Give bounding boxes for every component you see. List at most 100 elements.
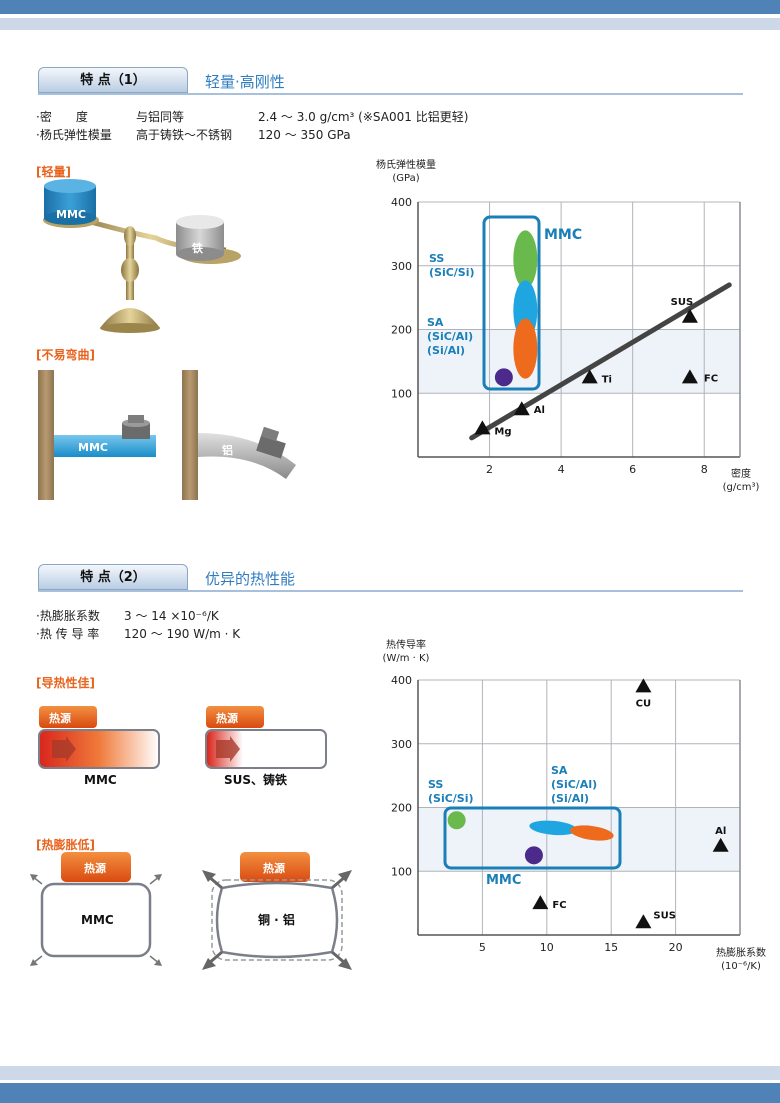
bottom-band-light: [0, 1066, 780, 1080]
spec-young-desc: 高于铸铁～不锈钢: [136, 128, 233, 142]
ytick-label-0: 100: [391, 865, 412, 878]
chart2-ss-sub-label: (SiC/Si): [428, 792, 474, 805]
section2-title: 优异的热性能: [205, 570, 296, 588]
point-marker-al: [712, 837, 729, 852]
xtick-label-2: 15: [604, 941, 618, 954]
chart2-ylabel: 热传导率 (W/m · K): [356, 639, 456, 665]
top-band-dark: [0, 0, 780, 14]
point-label-al: Al: [715, 826, 726, 837]
point-marker-mg: [474, 420, 491, 435]
chart1-yunit-text: (GPa): [392, 173, 420, 184]
mmc-box: [482, 215, 541, 391]
expand-cu-text: 铜 · 铝: [258, 912, 295, 927]
heat-conduction-illustration: 热源 MMC 热源 SUS、铸铁: [38, 706, 327, 787]
beam-mmc-text: MMC: [78, 441, 108, 454]
chart1-mmc-label: MMC: [544, 227, 582, 243]
chart2-sa-sub2-label: (Si/Al): [551, 792, 589, 805]
bottom-band-dark: [0, 1083, 780, 1103]
chart2-ss-label: SS: [428, 778, 443, 791]
conduct-sus-text: SUS、铸铁: [224, 772, 287, 787]
xtick-label-1: 10: [540, 941, 554, 954]
band-100-200: [418, 807, 740, 872]
chart1-modulus-vs-density: 100 200 300 400 2 4 6 8 Mg Al Ti SUS FC MMC SS(SiC/Si)…: [391, 196, 741, 476]
chart1-xlabel: 密度 (g/cm³): [716, 468, 766, 494]
spec-conductivity-value: 120 ～ 190 W/m · K: [124, 627, 241, 641]
scale-mmc-text: MMC: [56, 208, 86, 221]
chart2-sa-label: SA: [551, 764, 568, 777]
point-marker-sus: [681, 308, 698, 323]
chart1-ylabel: 杨氏弹性模量 (GPa): [356, 159, 456, 185]
chart2-yunit-text: (W/m · K): [382, 653, 430, 664]
chart2-sa-sub1-label: (SiC/Al): [551, 778, 597, 791]
region-0: [447, 811, 466, 830]
spec-expansion-value: 3 ～ 14 ×10⁻⁶/K: [124, 609, 219, 623]
region-3: [524, 846, 543, 865]
chart1-ss-sub-label: (SiC/Si): [429, 266, 475, 279]
conduct-label: [导热性佳]: [36, 676, 95, 690]
trend-line: [469, 282, 732, 441]
section2-rule: [38, 590, 743, 592]
chart1-sa-sub2-label: (Si/Al): [427, 344, 465, 357]
point-label-cu: CU: [636, 698, 651, 709]
ytick-label-0: 100: [391, 387, 412, 400]
point-label-fc: FC: [704, 373, 718, 384]
region-3: [494, 368, 513, 387]
ytick-label-1: 200: [391, 324, 412, 337]
point-label-fc: FC: [552, 900, 566, 911]
xtick-label-3: 20: [669, 941, 683, 954]
point-marker-fc: [532, 895, 549, 910]
chart1-sa-sub1-label: (SiC/Al): [427, 330, 473, 343]
ytick-label-3: 400: [391, 196, 412, 209]
ytick-label-2: 300: [391, 738, 412, 751]
chart2-xlabel-text: 热膨胀系数: [716, 948, 766, 959]
heat-source-text-1: 热源: [49, 711, 71, 725]
chart1-sa-label: SA: [427, 316, 444, 329]
chart2-xlabel: 热膨胀系数 (10⁻⁶/K): [708, 947, 774, 973]
conduct-mmc-text: MMC: [84, 773, 117, 787]
scale-iron-text: 铁: [192, 241, 203, 255]
chart1-ylabel-text: 杨氏弹性模量: [376, 160, 436, 171]
chart1-xunit-text: (g/cm³): [722, 482, 760, 493]
beam-bending-illustration: MMC 铝: [38, 370, 296, 500]
section2-tab: 特 点（2）: [38, 564, 188, 590]
xtick-label-1: 4: [558, 463, 565, 476]
spec-expansion-label: ·热膨胀系数: [36, 609, 100, 623]
xtick-label-0: 5: [479, 941, 486, 954]
spec-conductivity-label: ·热 传 导 率: [36, 627, 100, 641]
point-marker-al: [513, 401, 530, 416]
chart2-ylabel-text: 热传导率: [386, 640, 426, 651]
point-marker-ti: [581, 369, 598, 384]
thermal-expansion-illustration: 热源 MMC 热源 铜 · 铝: [30, 852, 352, 970]
point-label-sus: SUS: [671, 297, 694, 308]
mmc-box: [443, 806, 622, 870]
point-label-ti: Ti: [602, 374, 612, 385]
xtick-label-2: 6: [629, 463, 636, 476]
top-band-light: [0, 18, 780, 30]
ytick-label-3: 400: [391, 674, 412, 687]
section1-rule: [38, 93, 743, 95]
section1-title: 轻量·高刚性: [205, 73, 285, 91]
region-2: [513, 318, 538, 379]
lightweight-label: [轻量]: [36, 165, 71, 179]
region-0: [513, 230, 538, 289]
point-label-al: Al: [534, 405, 545, 416]
spec-density-value: 2.4 ～ 3.0 g/cm³ (※SA001 比铝更轻): [258, 110, 469, 124]
point-marker-fc: [681, 369, 698, 384]
xtick-label-0: 2: [486, 463, 493, 476]
region-2: [570, 825, 614, 841]
chart1-ss-label: SS: [429, 252, 444, 265]
beam-al-text: 铝: [222, 443, 233, 457]
xtick-label-3: 8: [701, 463, 708, 476]
spec-young-label: ·杨氏弹性模量: [36, 128, 112, 142]
ytick-label-1: 200: [391, 802, 412, 815]
ytick-label-2: 300: [391, 260, 412, 273]
region-1: [529, 820, 578, 836]
spec-density-desc: 与铝同等: [136, 110, 185, 124]
chart2-mmc-label: MMC: [486, 873, 521, 888]
heat-source-text-4: 热源: [263, 861, 285, 875]
point-label-mg: Mg: [494, 426, 511, 437]
heat-source-text-2: 热源: [216, 711, 238, 725]
chart1-xlabel-text: 密度: [731, 469, 751, 480]
expand-mmc-text: MMC: [81, 913, 114, 927]
